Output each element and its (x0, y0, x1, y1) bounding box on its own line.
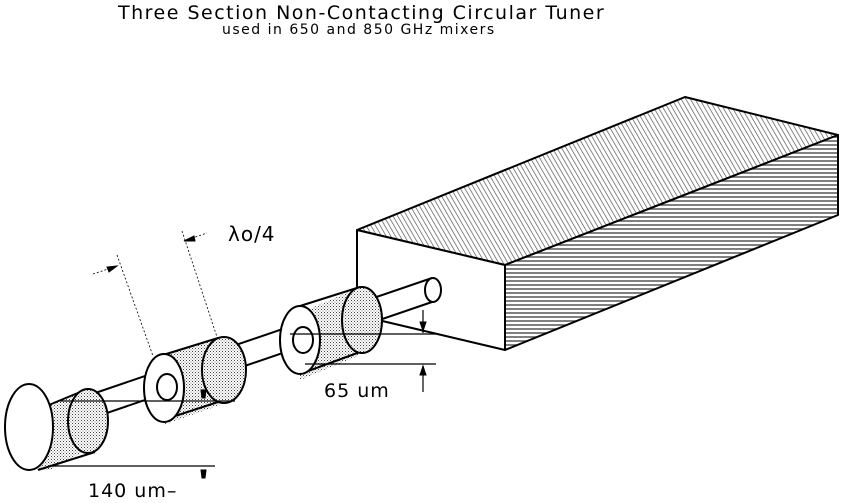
diagram-subtitle: used in 650 and 850 GHz mixers (222, 22, 496, 38)
waveguide-block (356, 96, 839, 351)
center-rod (59, 277, 442, 430)
tuner-section-2 (143, 336, 247, 425)
section-length-label: λo/4 (228, 222, 276, 246)
dimension-lines (50, 230, 436, 479)
outer-dimension-label: 140 um– (88, 480, 178, 502)
inner-dimension-label: 65 um (324, 380, 390, 402)
diagram-title: Three Section Non-Contacting Circular Tu… (118, 2, 606, 24)
tuner-section-1 (4, 383, 109, 471)
